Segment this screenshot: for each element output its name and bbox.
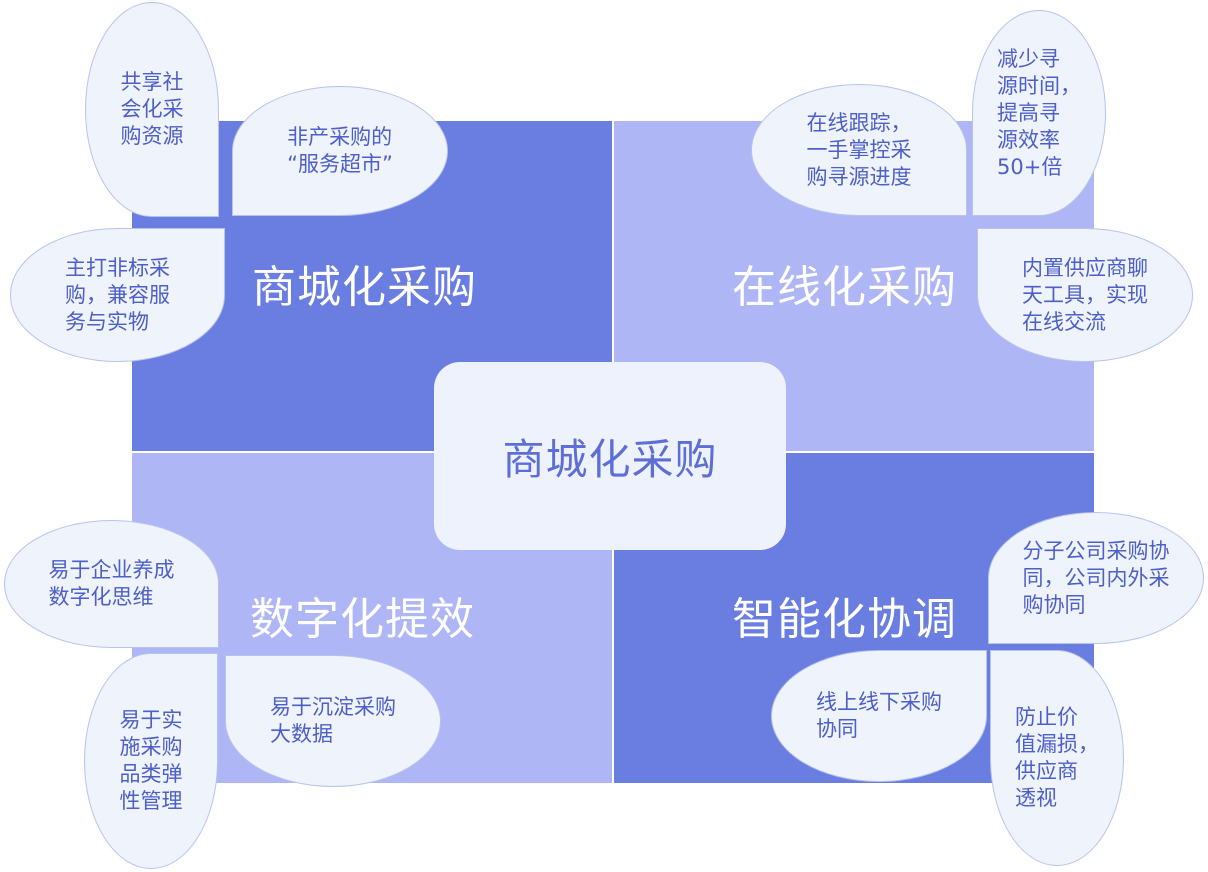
petal-text: 共享社 会化采 购资源 bbox=[120, 70, 184, 148]
quadrant-title-bottom-left: 数字化提效 bbox=[250, 594, 475, 645]
quadrant-title-bottom-right: 智能化协调 bbox=[732, 594, 957, 645]
center-hub: 商城化采购 bbox=[434, 362, 786, 550]
petal-shared-resources: 共享社 会化采 购资源 bbox=[85, 2, 219, 217]
petal-text: 内置供应商聊 天工具，实现 在线交流 bbox=[1022, 255, 1148, 334]
petal-online-offline: 线上线下采购 协同 bbox=[771, 650, 987, 782]
petal-prevent-loss: 防止价 值漏损， 供应商 透视 bbox=[990, 650, 1124, 866]
petal-service-supermarket: 非产采购的 “服务超市” bbox=[232, 86, 448, 216]
petal-online-tracking: 在线跟踪， 一手掌控采 购寻源进度 bbox=[751, 84, 967, 216]
petal-text: 易于沉淀采购 大数据 bbox=[270, 695, 396, 746]
petal-group-collaboration: 分子公司采购协 同，公司内外采 购协同 bbox=[988, 512, 1204, 644]
petal-big-data: 易于沉淀采购 大数据 bbox=[225, 655, 441, 787]
petal-text: 易于实 施采购 品类弹 性管理 bbox=[119, 708, 183, 813]
petal-text: 线上线下采购 协同 bbox=[816, 690, 942, 741]
petal-text: 分子公司采购协 同，公司内外采 购协同 bbox=[1022, 538, 1170, 617]
quadrant-title-top-left: 商城化采购 bbox=[252, 262, 477, 313]
petal-sourcing-efficiency: 减少寻 源时间， 提高寻 源效率 50+倍 bbox=[972, 10, 1106, 216]
petal-text: 减少寻 源时间， 提高寻 源效率 50+倍 bbox=[997, 46, 1081, 179]
petal-non-standard: 主打非标采 购，兼容服 务与实物 bbox=[10, 228, 225, 362]
petal-text: 易于企业养成 数字化思维 bbox=[48, 558, 175, 609]
petal-supplier-chat: 内置供应商聊 天工具，实现 在线交流 bbox=[977, 228, 1193, 362]
petal-category-flexibility: 易于实 施采购 品类弹 性管理 bbox=[84, 653, 218, 869]
center-label: 商城化采购 bbox=[502, 434, 718, 484]
petal-text: 在线跟踪， 一手掌控采 购寻源进度 bbox=[806, 110, 912, 189]
petal-text: 主打非标采 购，兼容服 务与实物 bbox=[65, 255, 170, 334]
petal-text: 防止价 值漏损， 供应商 透视 bbox=[1015, 705, 1099, 810]
quadrant-title-top-right: 在线化采购 bbox=[732, 262, 957, 313]
petal-text: 非产采购的 “服务超市” bbox=[287, 125, 393, 176]
petal-digital-thinking: 易于企业养成 数字化思维 bbox=[4, 520, 219, 648]
